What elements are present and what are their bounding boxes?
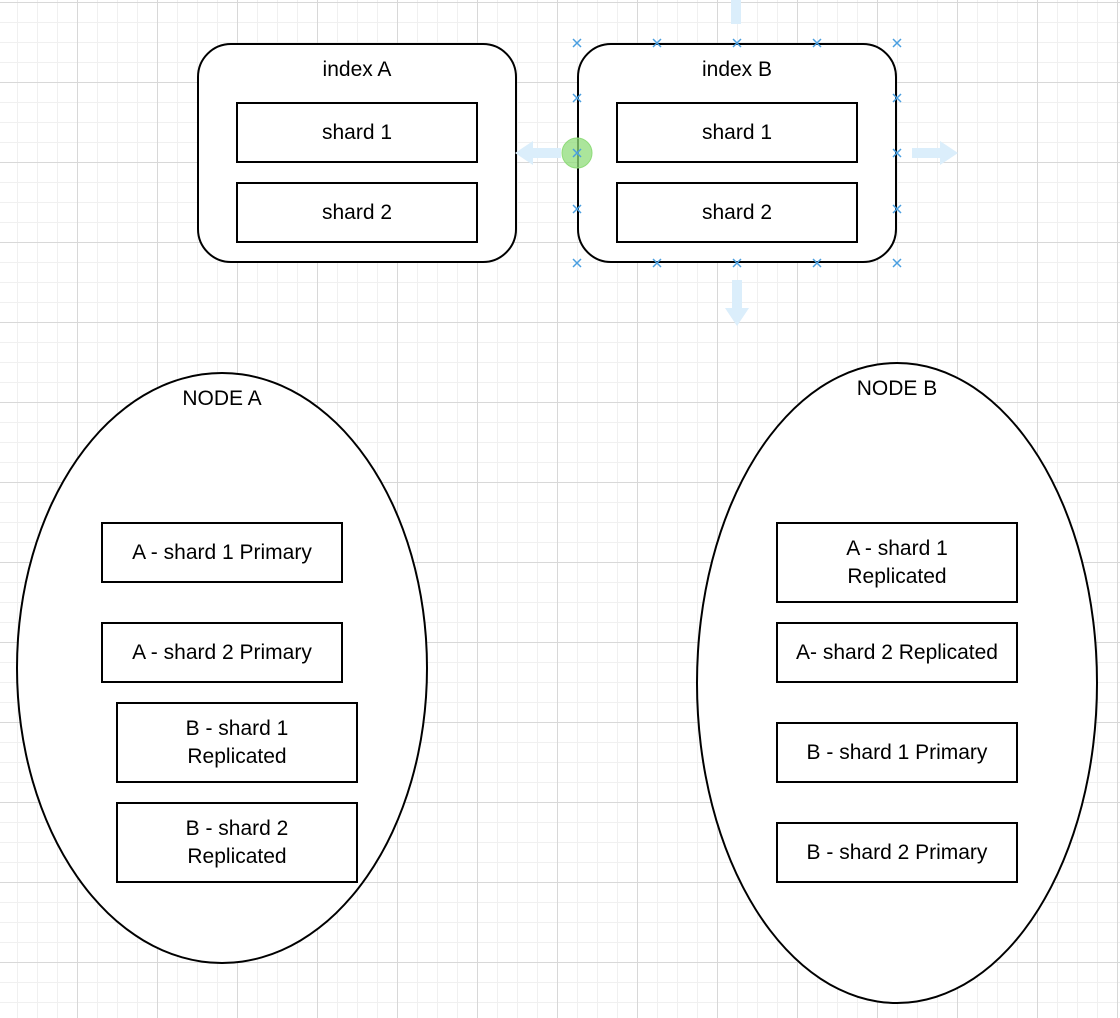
- index-a-shard-2[interactable]: shard 2: [236, 182, 478, 243]
- node-b-title: NODE B: [856, 377, 938, 400]
- resize-handle-icon[interactable]: [572, 258, 582, 268]
- node-a-title: NODE A: [182, 387, 262, 410]
- node-b-shard-b1-primary[interactable]: B - shard 1 Primary: [776, 722, 1018, 783]
- index-b-title: index B: [701, 58, 773, 81]
- index-a-shard-1[interactable]: shard 1: [236, 102, 478, 163]
- index-a-title: index A: [322, 58, 392, 81]
- resize-handle-icon[interactable]: [572, 38, 582, 48]
- node-b-shard-a1-replicated[interactable]: A - shard 1 Replicated: [776, 522, 1018, 603]
- connect-arrow-left-icon[interactable]: [515, 141, 561, 165]
- connect-arrow-down-icon[interactable]: [725, 280, 749, 326]
- index-b-shard-1[interactable]: shard 1: [616, 102, 858, 163]
- resize-handle-icon[interactable]: [892, 258, 902, 268]
- node-b-shard-b2-primary[interactable]: B - shard 2 Primary: [776, 822, 1018, 883]
- node-a-shard-b1-replicated[interactable]: B - shard 1 Replicated: [116, 702, 358, 783]
- node-b-shard-a2-replicated[interactable]: A- shard 2 Replicated: [776, 622, 1018, 683]
- node-a-shard-b2-replicated[interactable]: B - shard 2 Replicated: [116, 802, 358, 883]
- resize-handle-icon[interactable]: [892, 38, 902, 48]
- node-a-shard-a1-primary[interactable]: A - shard 1 Primary: [101, 522, 343, 583]
- connect-arrow-up-icon[interactable]: [731, 0, 741, 24]
- node-b-ellipse[interactable]: [696, 362, 1098, 1004]
- index-b-shard-2[interactable]: shard 2: [616, 182, 858, 243]
- node-a-shard-a2-primary[interactable]: A - shard 2 Primary: [101, 622, 343, 683]
- connect-arrow-right-icon[interactable]: [912, 141, 958, 165]
